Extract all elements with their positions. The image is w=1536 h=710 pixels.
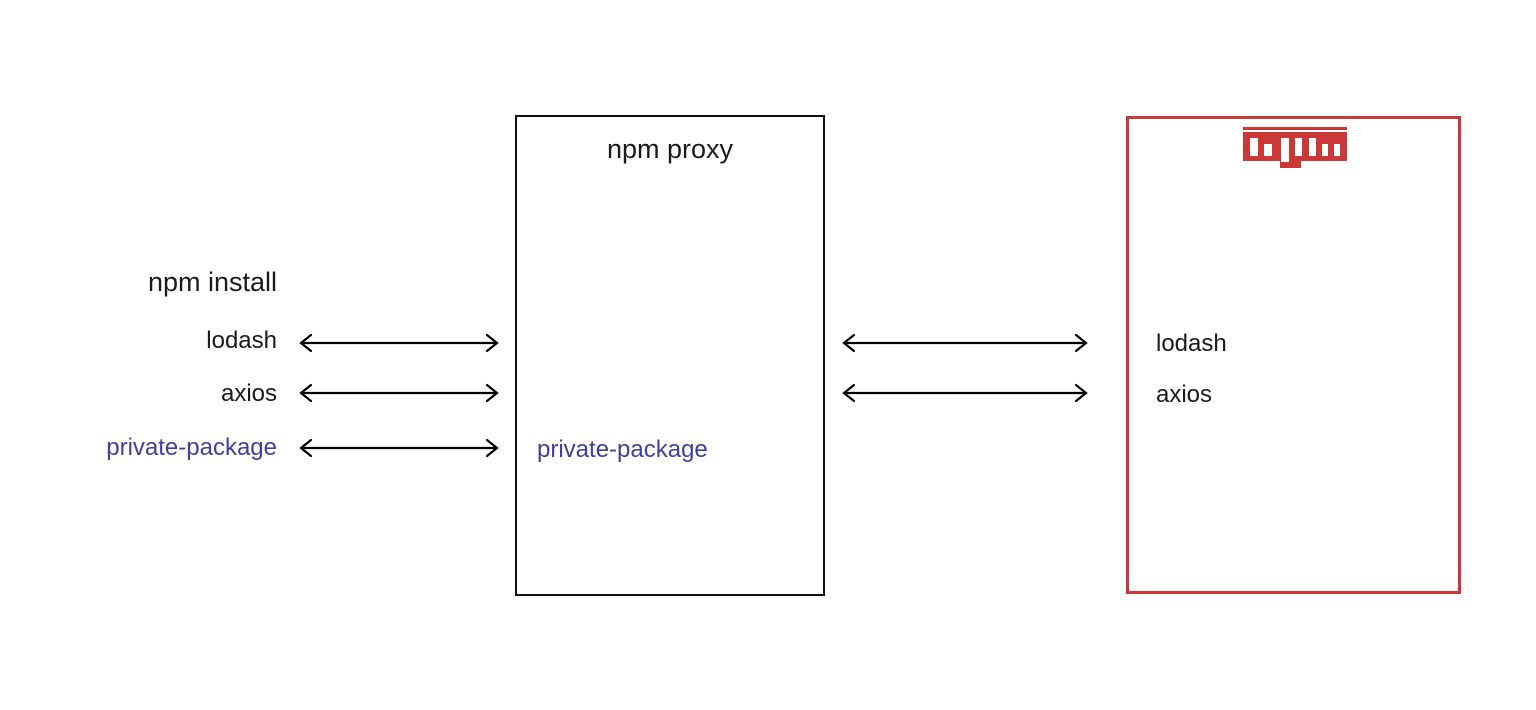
arrow-client-lodash-to-proxy bbox=[293, 331, 505, 355]
arrow-proxy-to-registry-axios bbox=[836, 381, 1094, 405]
npm-registry-box: lodash axios bbox=[1126, 116, 1461, 594]
client-column: npm install lodash axios private-package bbox=[0, 0, 278, 710]
npm-logo-icon bbox=[1243, 127, 1347, 168]
arrow-client-axios-to-proxy bbox=[293, 381, 505, 405]
npm-install-label: npm install bbox=[147, 267, 277, 297]
npm-proxy-title: npm proxy bbox=[606, 134, 734, 164]
arrow-client-private-package-to-proxy bbox=[293, 436, 505, 460]
npm-proxy-box: npm proxy private-package bbox=[515, 115, 825, 596]
client-package-lodash: lodash bbox=[206, 327, 277, 354]
client-package-axios: axios bbox=[220, 380, 277, 407]
client-package-private-package: private-package bbox=[106, 434, 277, 461]
registry-package-axios: axios bbox=[1156, 381, 1213, 408]
arrow-proxy-to-registry-lodash bbox=[836, 331, 1094, 355]
proxy-package-private-package: private-package bbox=[537, 436, 708, 463]
registry-package-lodash: lodash bbox=[1156, 330, 1227, 357]
